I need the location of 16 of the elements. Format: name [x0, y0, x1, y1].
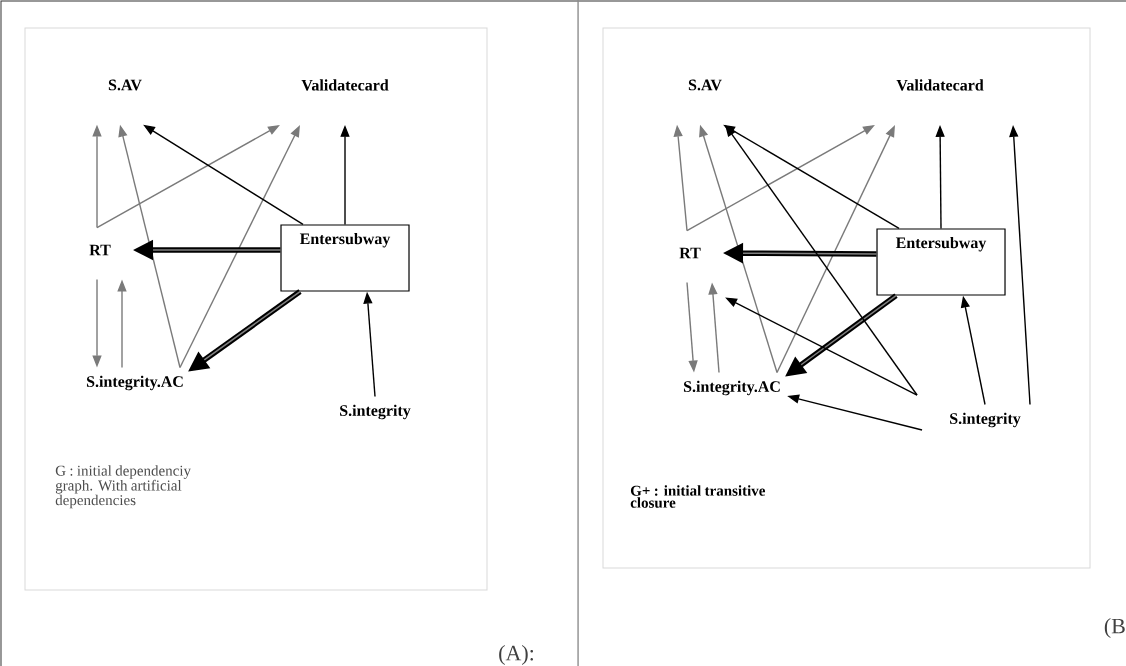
process-box: Entersubway: [280, 224, 410, 292]
node-label: S.integrity: [340, 404, 411, 420]
panel-label: (B: [1104, 618, 1125, 638]
node-label: Validatecard: [896, 79, 984, 91]
node-label: S.integrity: [950, 412, 1021, 428]
node-label: S.AV: [688, 79, 722, 91]
node-label: S.AV: [108, 79, 142, 91]
arrow: [785, 293, 898, 377]
process-box: Entersubway: [876, 228, 1006, 296]
node-label: Validatecard: [301, 79, 389, 91]
arrow: [188, 289, 302, 372]
node-label: RT: [679, 247, 701, 259]
node-label: RT: [89, 244, 111, 256]
node-label: S.integrity.AC: [683, 380, 780, 396]
panel-label: (A):: [499, 645, 533, 665]
node-label: S.integrity.AC: [86, 375, 183, 391]
